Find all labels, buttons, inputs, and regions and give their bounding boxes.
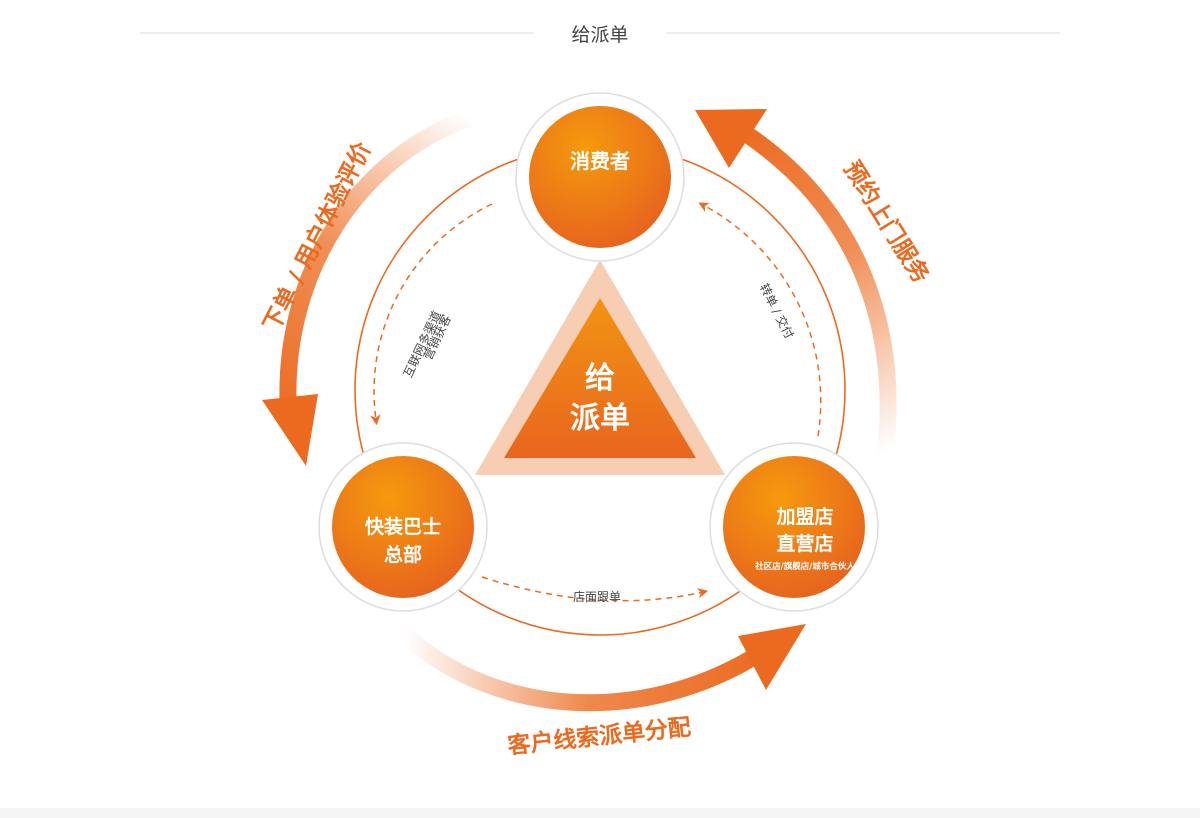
- label-store-followup: 店面跟单: [573, 590, 621, 604]
- outer-arrow-left: [262, 109, 473, 466]
- consumer-label: 消费者: [570, 149, 630, 173]
- center-label-line2: 派单: [570, 401, 630, 436]
- outer-arrow-right: [695, 109, 897, 457]
- center-triangle-inner: [504, 298, 696, 458]
- label-lead-dispatch: 客户线索派单分配: [506, 713, 692, 759]
- footer-bar: [0, 808, 1200, 818]
- page-title: 给派单: [571, 24, 628, 46]
- center-label-line1: 给: [585, 361, 615, 396]
- label-transfer-delivery: 转单 / 交付: [757, 281, 797, 341]
- store-label-line2: 直营店: [776, 532, 833, 555]
- store-label-line1: 加盟店: [775, 505, 833, 528]
- node-hq: 快装巴士 总部: [318, 442, 488, 612]
- node-consumer: 消费者: [515, 92, 685, 262]
- store-sub-label: 社区店/旗舰店/城市合伙人: [754, 561, 855, 572]
- dashed-arrow-right: [698, 202, 822, 437]
- node-store: 加盟店 直营店 社区店/旗舰店/城市合伙人: [709, 442, 879, 612]
- dashed-arrow-left: [370, 203, 493, 426]
- hq-label-line1: 快装巴士: [365, 515, 441, 538]
- hq-label-line2: 总部: [384, 543, 422, 566]
- label-order-review: 下单 / 用户体验评价: [258, 137, 377, 336]
- outer-arrow-bottom: [399, 624, 806, 712]
